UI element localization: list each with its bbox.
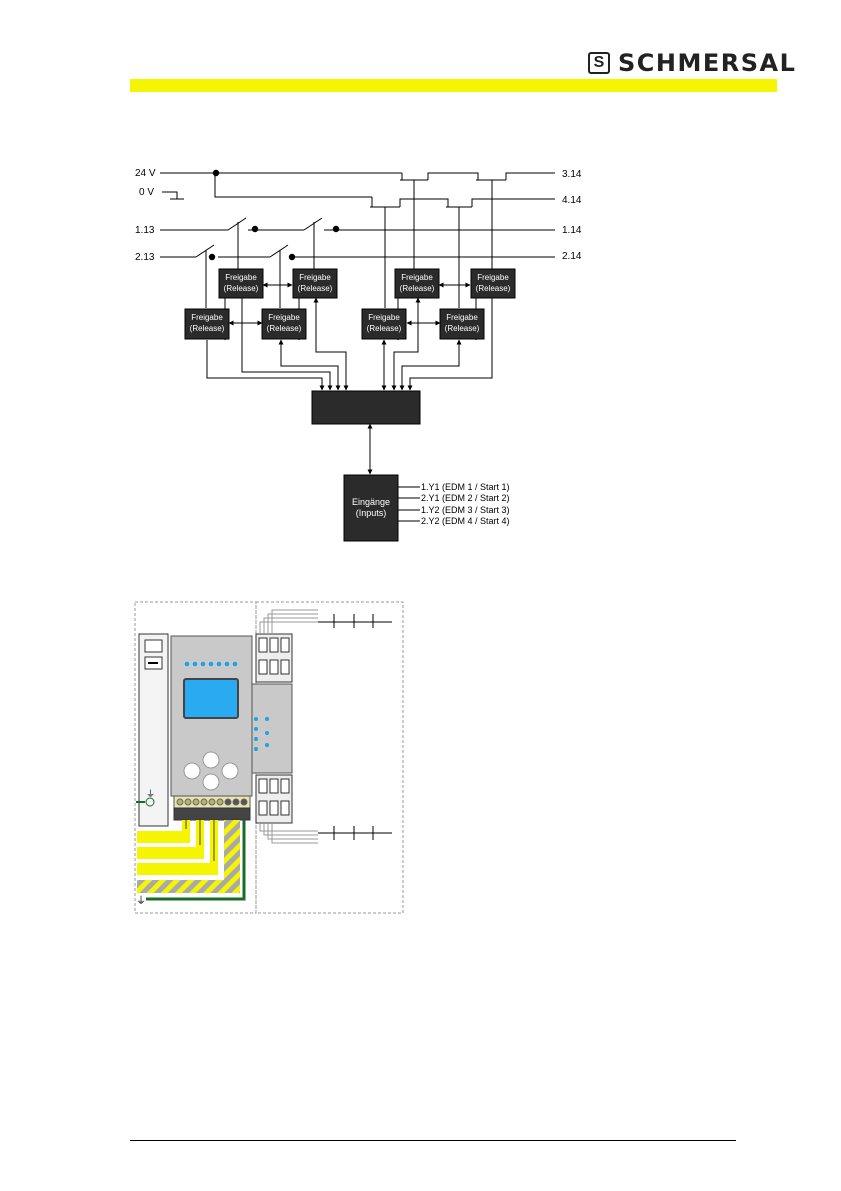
expansion-module [251,683,293,774]
bottom-terminal-blocks [255,774,293,824]
power-module [138,633,169,827]
label-24v: 24 V [135,168,156,179]
control-buttons [183,751,239,791]
release-block: Freigabe (Release) [439,308,485,340]
inputs-block: Eingänge (Inputs) [343,474,399,542]
ground-symbol: ⏚ [146,789,155,799]
bottom-wiring [259,823,318,844]
logo-text: SCHMERSAL [618,49,797,77]
top-wiring [259,609,318,634]
release-block-line2: (Release) [267,324,302,333]
rail-wiring [160,172,555,522]
terminal-screws [176,798,248,806]
expansion-leds [254,717,269,751]
release-block-line2: (Release) [445,324,480,333]
wire-ducts [137,820,240,893]
release-block-line1: Freigabe [191,313,223,322]
header-accent-bar [130,79,777,92]
device-illustration: ⏚ ⏚ [134,601,404,914]
bottom-contacts [318,826,392,840]
release-schematic: 24 V 0 V 1.13 2.13 3.14 4.14 1.14 2.14 [135,168,582,542]
inputs-block-line1: Eingänge [352,497,390,507]
top-contacts [318,614,392,628]
input-signal-label: 1.Y2 (EDM 3 / Start 3) [421,505,510,515]
release-block: Freigabe (Release) [218,268,264,299]
release-block-line1: Freigabe [268,313,300,322]
release-block-line1: Freigabe [401,273,433,282]
duct-wires [185,820,215,861]
central-logic-unit [311,390,421,425]
logo-mark-icon: S [588,52,610,74]
release-block-line1: Freigabe [299,273,331,282]
label-1-13: 1.13 [135,225,155,236]
input-signal-label: 2.Y1 (EDM 2 / Start 2) [421,493,510,503]
release-block-line2: (Release) [400,284,435,293]
release-block-line2: (Release) [224,284,259,293]
release-block: Freigabe (Release) [184,308,230,340]
release-block-line1: Freigabe [225,273,257,282]
label-1-14: 1.14 [562,225,582,236]
label-4-14: 4.14 [562,195,582,206]
label-2-13: 2.13 [135,252,155,263]
release-block: Freigabe (Release) [394,268,440,299]
release-block-line1: Freigabe [446,313,478,322]
footer-rule [130,1140,736,1141]
schmersal-logo: S SCHMERSAL [588,49,797,77]
release-block-line2: (Release) [367,324,402,333]
release-block: Freigabe (Release) [292,268,338,299]
power-module-slot [144,639,163,653]
release-block-line2: (Release) [476,284,511,293]
release-block: Freigabe (Release) [470,268,516,299]
label-0v: 0 V [139,187,154,198]
input-signal-label: 2.Y2 (EDM 4 / Start 4) [421,516,510,526]
release-block-line1: Freigabe [368,313,400,322]
inputs-block-line2: (Inputs) [356,508,387,518]
input-signal-label: 1.Y1 (EDM 1 / Start 1) [421,482,510,492]
top-terminal-blocks [255,633,293,683]
release-block-line1: Freigabe [477,273,509,282]
junction-dots [208,169,340,261]
earth-ground-icon [136,797,155,807]
release-block: Freigabe (Release) [361,308,407,340]
status-leds [184,661,238,667]
release-block-line2: (Release) [190,324,225,333]
label-3-14: 3.14 [562,169,582,180]
controller-display [183,678,239,719]
pe-ground-symbol: ⏚ [136,895,146,907]
pe-wire [146,820,246,901]
release-block-line2: (Release) [298,284,333,293]
label-2-14: 2.14 [562,251,582,262]
release-block: Freigabe (Release) [261,308,307,340]
